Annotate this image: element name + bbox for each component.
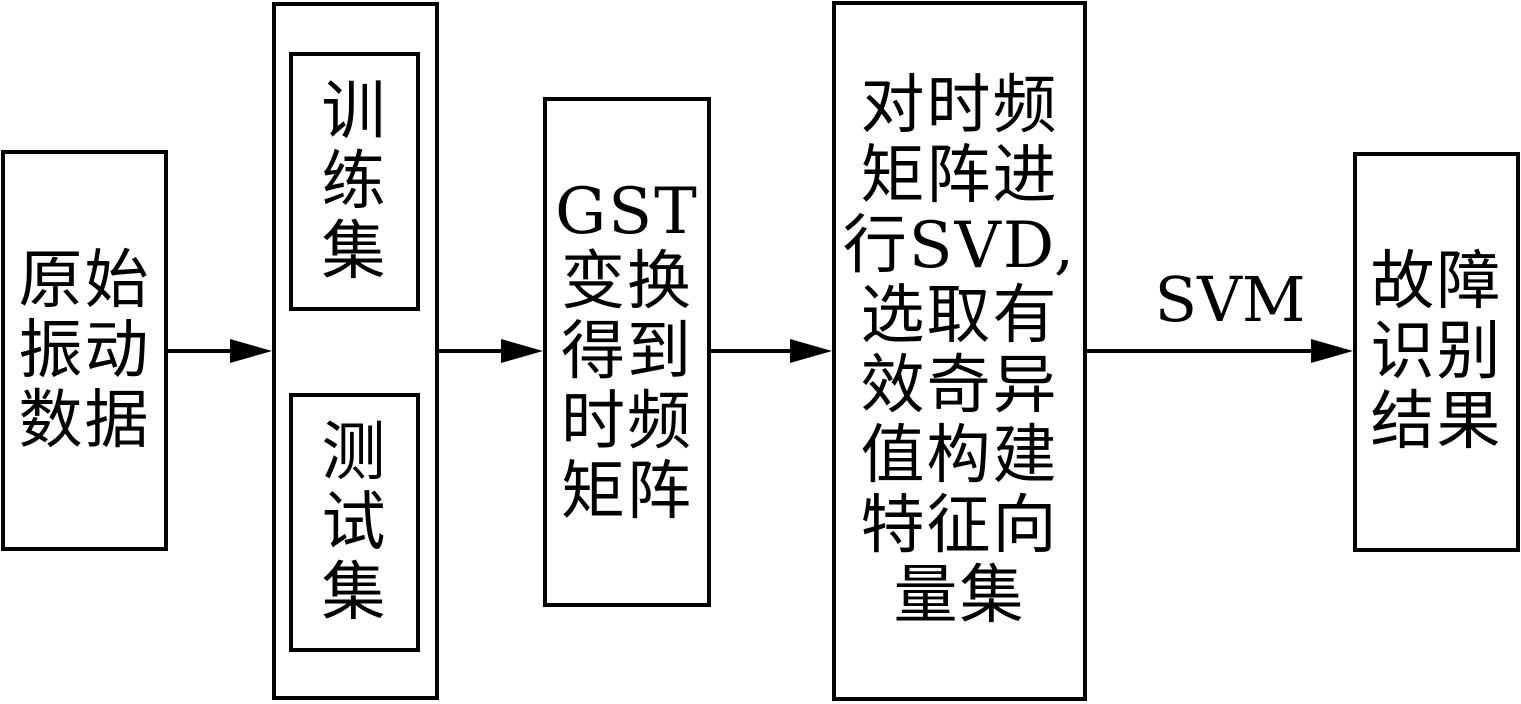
arrow-svd-to-result xyxy=(1087,339,1353,363)
svd-feature-box xyxy=(832,1,1087,701)
svm-edge-label: SVM xyxy=(1154,263,1306,336)
raw-data-label: 原始 振动 数据 xyxy=(18,243,151,458)
test-set-box xyxy=(289,393,420,652)
fault-result-label: 故障 识别 结果 xyxy=(1370,245,1503,459)
fault-result-box xyxy=(1353,152,1520,552)
arrow-raw-to-split xyxy=(168,339,272,363)
training-set-label: 训 练 集 xyxy=(321,74,388,289)
arrow-gst-to-svd xyxy=(711,339,832,363)
gst-transform-label: GST 变换 得到 时频 矩阵 xyxy=(555,175,699,529)
gst-transform-box xyxy=(543,97,711,607)
svd-feature-label: 对时频 矩阵进 行SVD, 选取有 效奇异 值构建 特征向 量集 xyxy=(842,69,1077,633)
raw-data-box xyxy=(1,150,168,551)
arrow-split-to-gst xyxy=(439,339,543,363)
test-set-label: 测 试 集 xyxy=(321,415,388,630)
training-set-box xyxy=(289,52,420,311)
